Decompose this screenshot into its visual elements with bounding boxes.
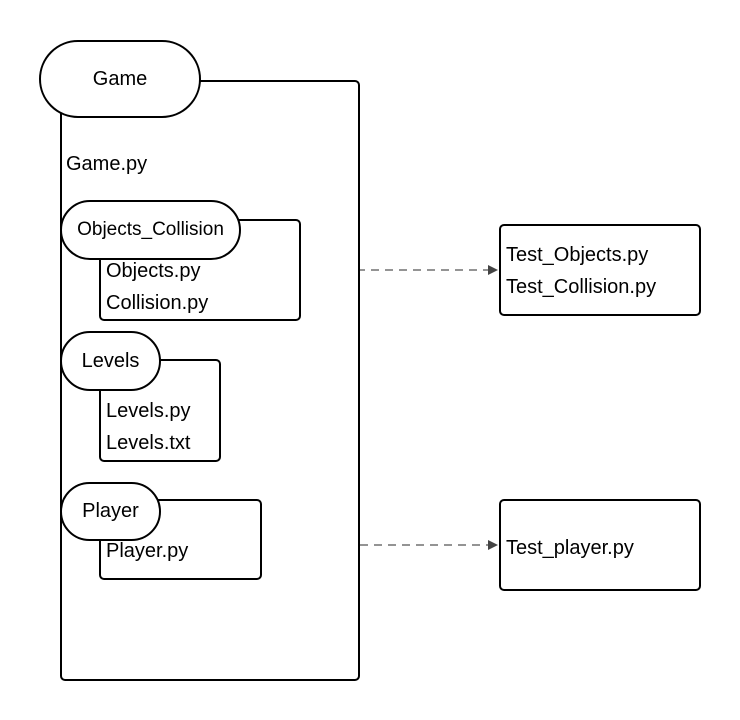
test-player-file: Test_player.py <box>506 537 634 559</box>
objects-collision-node: Objects_Collision <box>60 200 241 260</box>
game-node: Game <box>39 40 201 118</box>
player-label: Player <box>82 500 139 522</box>
player-node: Player <box>60 482 161 541</box>
objects-collision-tests-box <box>499 224 701 316</box>
game-file-label: Game.py <box>66 153 148 175</box>
levels-node: Levels <box>60 331 161 391</box>
test-collision-file: Test_Collision.py <box>506 276 657 298</box>
levels-txt-file: Levels.txt <box>106 432 191 454</box>
objects-py-file: Objects.py <box>106 260 201 282</box>
player-py-file: Player.py <box>106 540 189 562</box>
player-tests-box <box>499 499 701 591</box>
levels-label: Levels <box>81 349 140 372</box>
game-label: Game <box>92 67 148 90</box>
test-objects-file: Test_Objects.py <box>506 244 649 266</box>
objects-collision-label: Objects_Collision <box>77 219 224 240</box>
collision-py-file: Collision.py <box>106 292 209 314</box>
levels-py-file: Levels.py <box>106 400 191 422</box>
